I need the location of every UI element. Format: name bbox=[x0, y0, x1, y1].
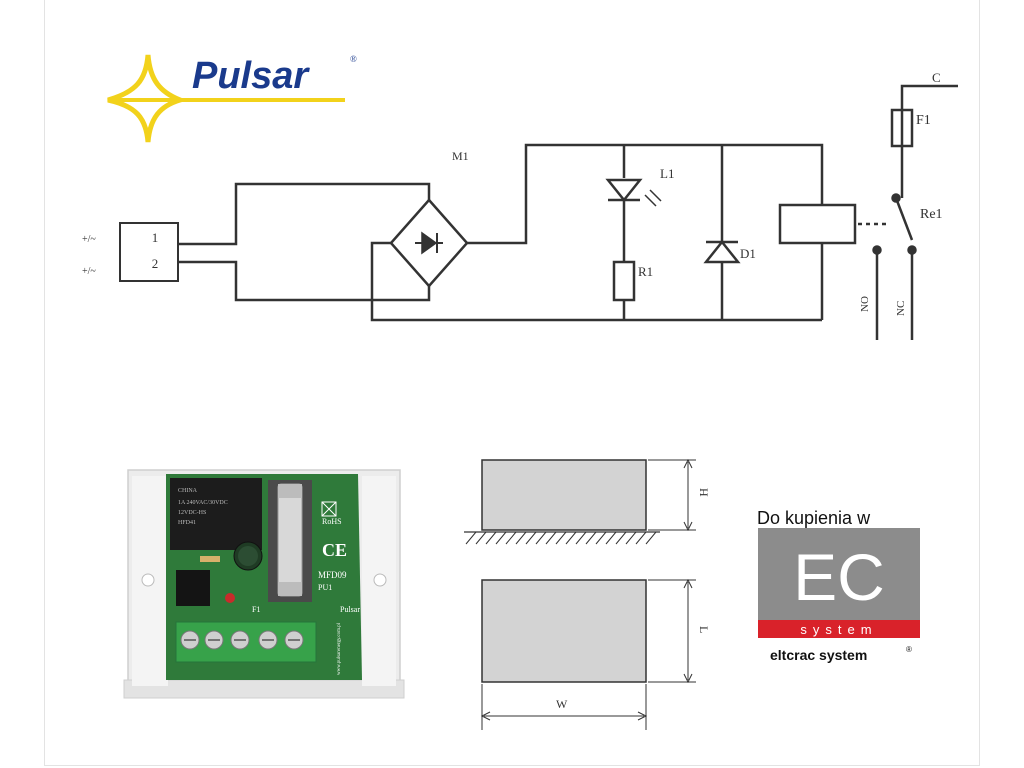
relay-switch-blade bbox=[894, 197, 914, 241]
input-pin-2-label: 2 bbox=[152, 256, 159, 271]
relay-text-2: 1A 240VAC/30VDC bbox=[178, 500, 228, 506]
top-view-block bbox=[481, 579, 647, 683]
nc-contact-label: NC bbox=[895, 301, 907, 316]
relay-text-1: CHINA bbox=[178, 488, 198, 494]
seller-registered-mark: ® bbox=[906, 645, 912, 654]
pulsar-logo: Pulsar ® bbox=[107, 54, 357, 143]
diode-label: D1 bbox=[740, 246, 756, 261]
dimension-drawing bbox=[464, 458, 696, 730]
ec-system-band bbox=[758, 620, 920, 638]
ec-logo-text: EC bbox=[793, 540, 885, 614]
photo-ce-mark: CE bbox=[322, 540, 347, 560]
seller-logo: Do kupienia w EC system eltcrac system ® bbox=[757, 508, 920, 663]
photo-board-sub: PU1 bbox=[318, 583, 332, 592]
relay-text-4: HFD41 bbox=[178, 520, 196, 526]
module-label: M1 bbox=[452, 149, 469, 163]
length-label: L bbox=[697, 626, 711, 633]
module-photo: CHINA 1A 240VAC/30VDC 12VDC-HS HFD41 RoH… bbox=[123, 469, 405, 699]
bridge-rectifier bbox=[389, 198, 469, 288]
photo-fuse-label: F1 bbox=[252, 605, 260, 614]
resistor-r1 bbox=[612, 260, 636, 302]
ec-band-text: system bbox=[800, 622, 877, 637]
diode-d1 bbox=[703, 239, 741, 264]
pulsar-star-icon bbox=[107, 54, 188, 143]
seller-headline: Do kupienia w bbox=[757, 508, 871, 528]
photo-relay bbox=[170, 478, 262, 550]
photo-rohs-mark: RoHS bbox=[322, 517, 342, 526]
input-pin-1-label: 1 bbox=[152, 230, 159, 245]
circuit-schematic bbox=[119, 84, 958, 340]
led-l1 bbox=[605, 178, 643, 203]
side-view-block bbox=[481, 459, 647, 531]
input-terminal-2-label: +/~ bbox=[82, 266, 96, 277]
resistor-label: R1 bbox=[638, 264, 653, 279]
led-label: L1 bbox=[660, 166, 674, 181]
no-contact-label: NO bbox=[859, 296, 871, 312]
width-label: W bbox=[556, 697, 568, 711]
page-frame bbox=[44, 0, 980, 766]
photo-url: www.pulsarenergy.com.pl bbox=[337, 622, 342, 675]
relay-coil bbox=[778, 203, 857, 245]
common-label: C bbox=[932, 70, 941, 85]
pulsar-registered-mark: ® bbox=[350, 54, 357, 64]
seller-name: eltcrac system bbox=[770, 647, 867, 663]
input-connector bbox=[119, 222, 179, 282]
photo-board-label: MFD09 bbox=[318, 570, 347, 580]
pulsar-logo-text: Pulsar bbox=[192, 55, 310, 97]
photo-brand: Pulsar bbox=[340, 605, 360, 614]
relay-label: Re1 bbox=[920, 207, 943, 222]
ec-logo-box bbox=[758, 528, 920, 620]
relay-text-3: 12VDC-HS bbox=[178, 510, 206, 516]
height-label: H bbox=[697, 488, 711, 497]
fuse-label: F1 bbox=[916, 113, 931, 128]
input-terminal-1-label: +/~ bbox=[82, 234, 96, 245]
